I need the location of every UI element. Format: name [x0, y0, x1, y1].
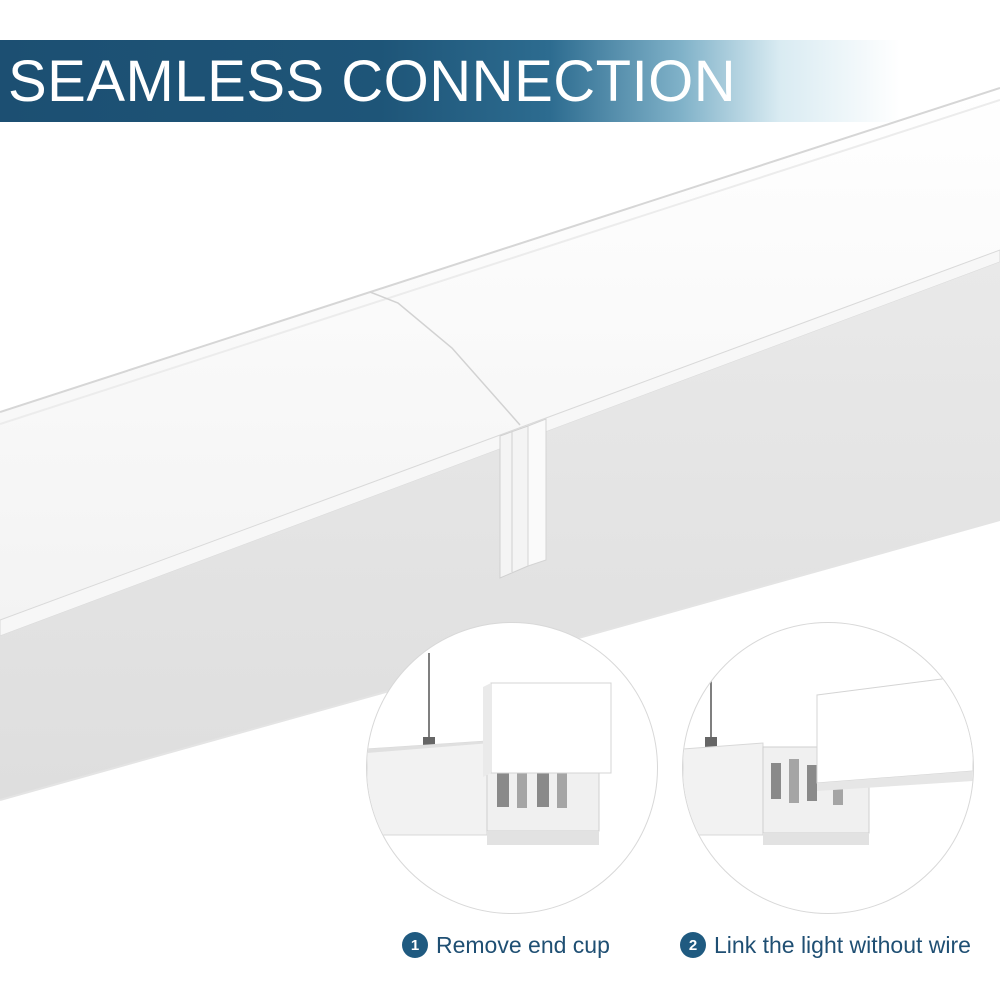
step-1-number-badge: 1 — [402, 932, 428, 958]
link-light-illustration — [683, 653, 973, 845]
title-banner — [0, 40, 1000, 122]
step-1-caption: 1 Remove end cup — [402, 928, 610, 962]
step-1-label: Remove end cup — [436, 931, 610, 958]
remove-end-cap-illustration — [367, 653, 612, 845]
banner-title: SEAMLESS CONNECTION — [8, 49, 737, 114]
step-2-label: Link the light without wire — [714, 931, 971, 958]
step-2-caption: 2 Link the light without wire — [680, 928, 971, 962]
step-2-number-badge: 2 — [680, 932, 706, 958]
step-2-detail-circle — [682, 622, 974, 914]
step-1-detail-circle — [366, 622, 658, 914]
